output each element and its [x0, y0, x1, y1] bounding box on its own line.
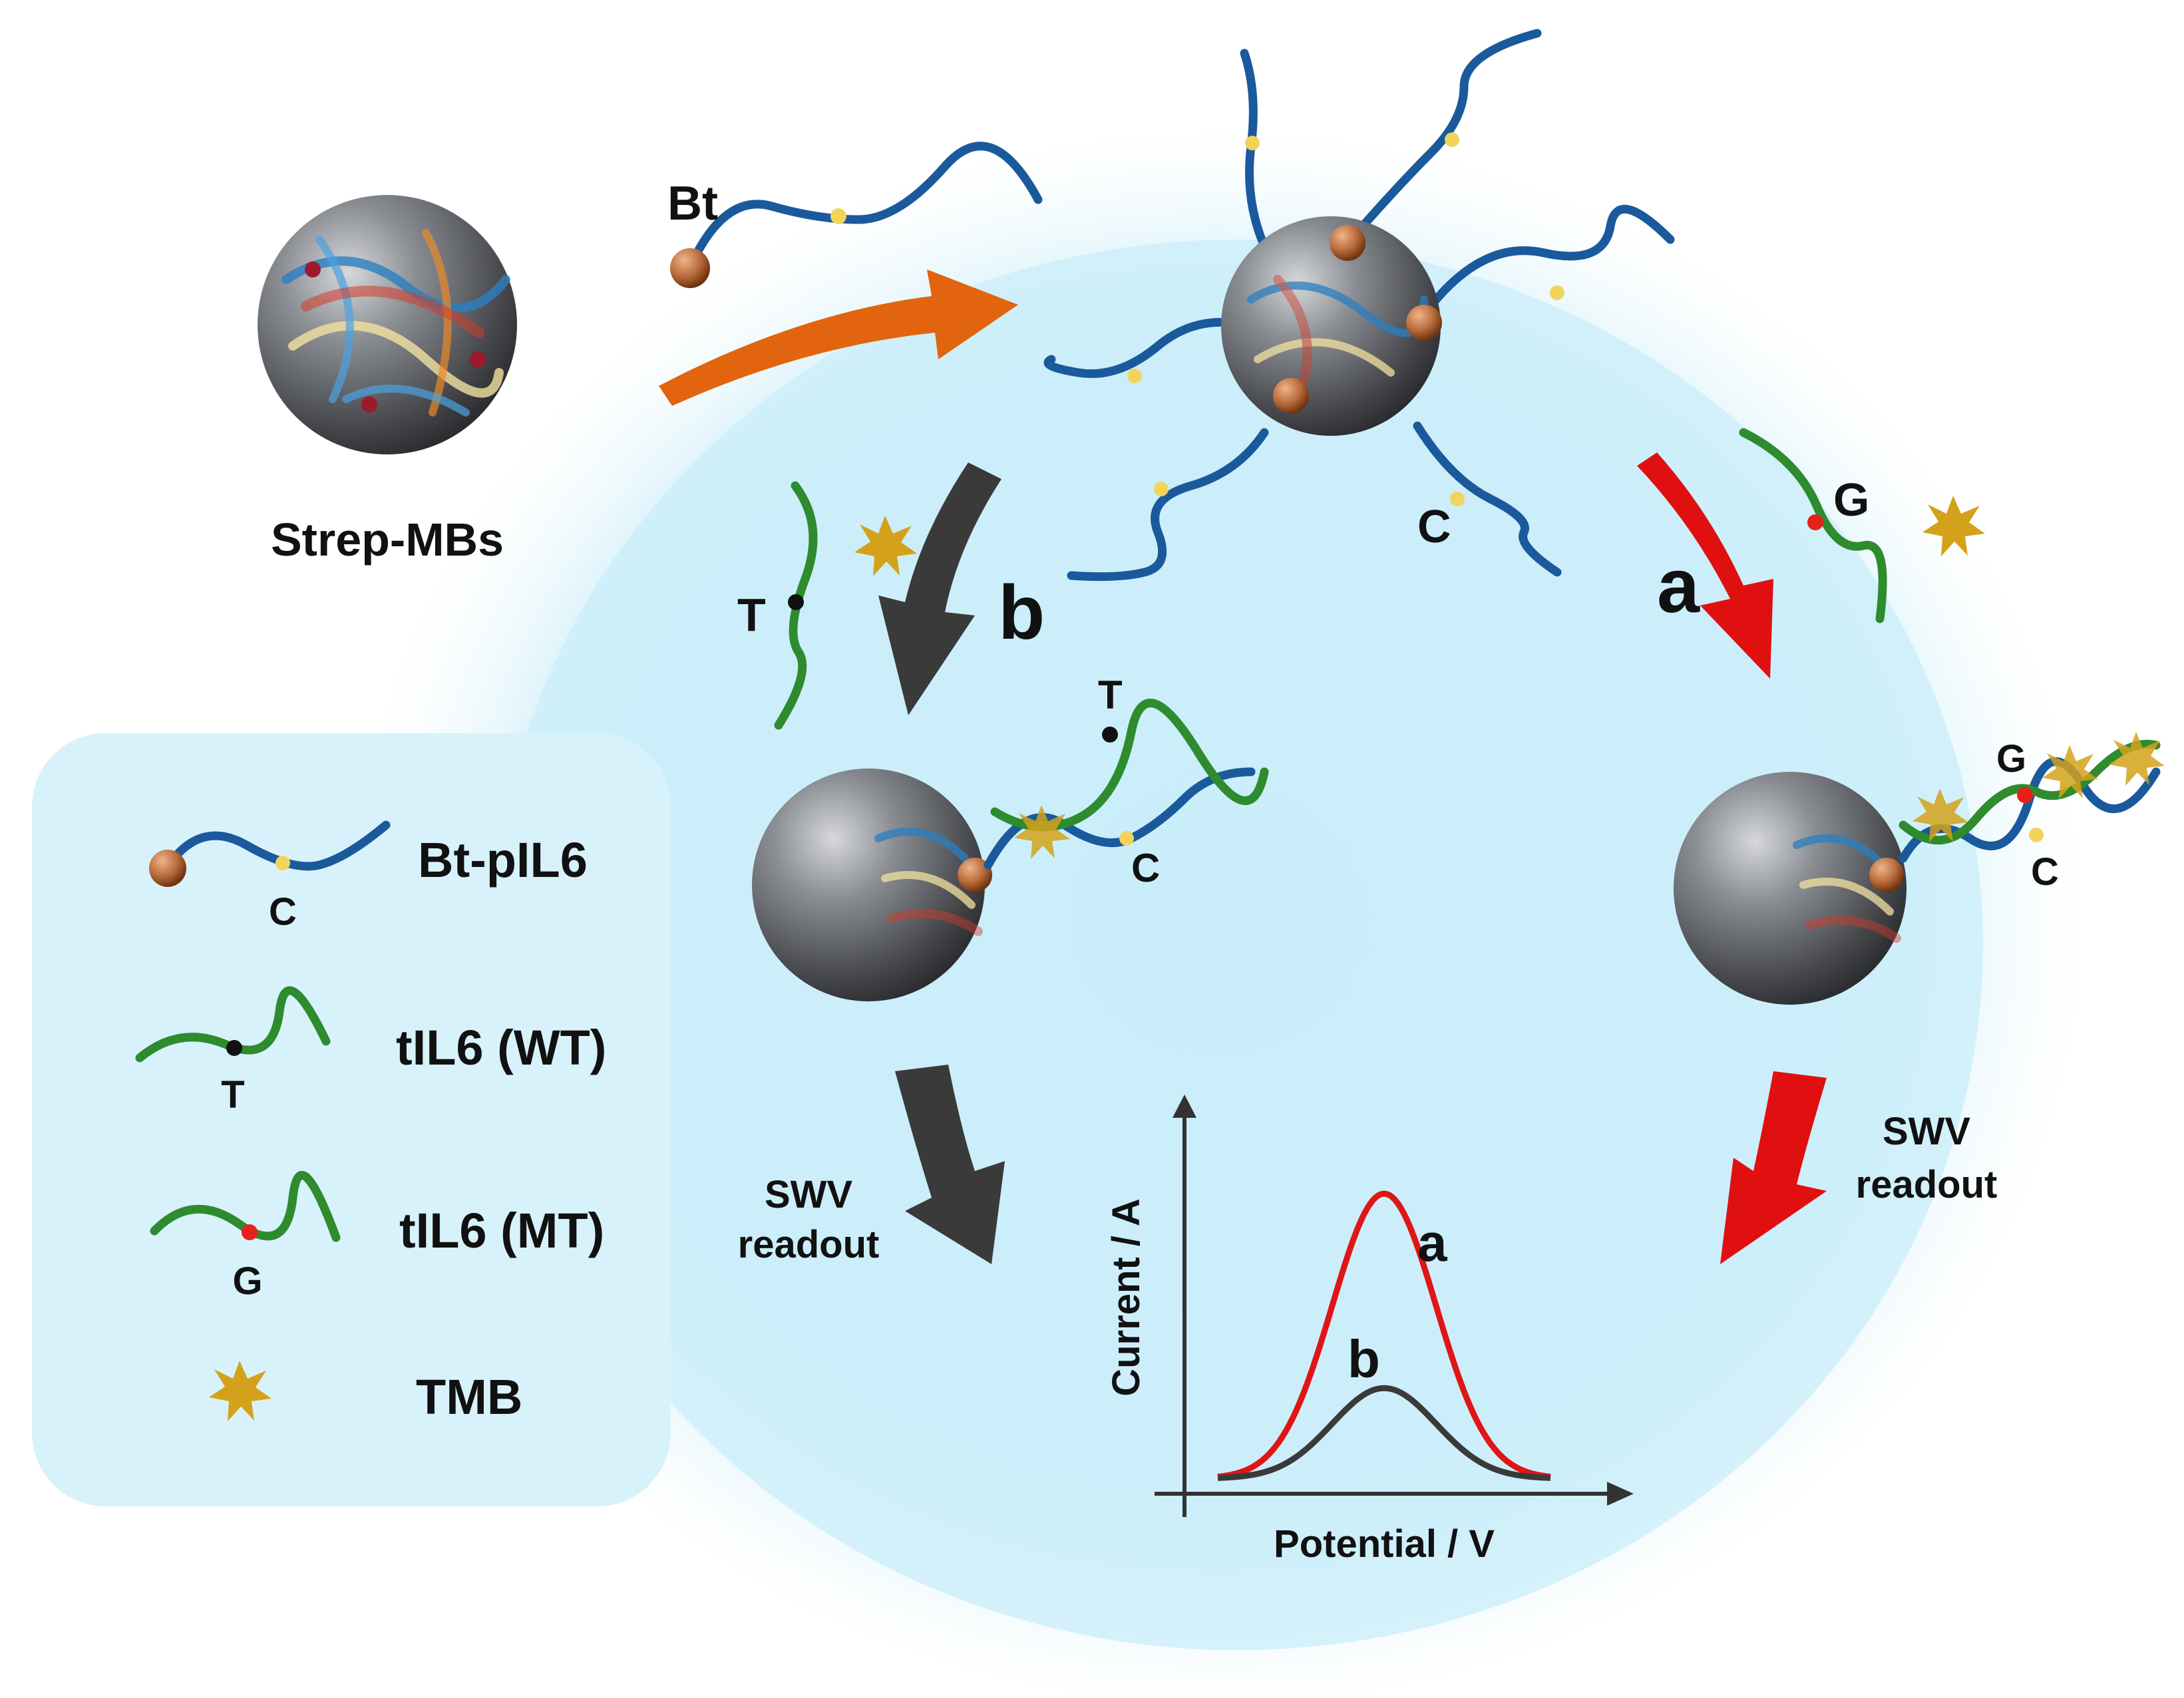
- c-marker: [1450, 492, 1465, 506]
- magnetic-bead-icon: [258, 195, 517, 454]
- tmb-starburst-icon: [854, 516, 917, 576]
- biotin-sphere-icon: [1406, 305, 1442, 341]
- curve-a: [1217, 1190, 1551, 1480]
- legend-item-til6-mt: G tIL6 (MT): [150, 1170, 604, 1303]
- legend-panel: C Bt-pIL6 T tIL6 (WT) G tIL6 (MT) TMB: [32, 733, 671, 1506]
- tmb-starburst-icon: [1922, 496, 1985, 556]
- legend-marker-c: C: [269, 890, 297, 934]
- tmb-starburst-icon: [1014, 805, 1070, 859]
- tmb-starburst-icon: [1912, 788, 1968, 842]
- c-marker: [1154, 482, 1169, 496]
- t-marker: [1102, 727, 1118, 743]
- g-marker: [242, 1224, 258, 1240]
- c-marker: [1127, 369, 1142, 383]
- right-bead-hybrid: [1674, 732, 2165, 1005]
- biotin-sphere-icon: [1273, 378, 1309, 414]
- c-marker: [1245, 136, 1260, 150]
- c-marker: [1550, 285, 1564, 300]
- y-axis-label: Current / A: [1105, 1198, 1148, 1397]
- swv-plot: Current / A Potential / V a b: [1105, 1095, 1634, 1566]
- c-marker: [1445, 132, 1459, 147]
- swv-left-line1: SWV: [765, 1173, 852, 1216]
- g-marker: [2017, 787, 2033, 803]
- wt-target-strand: [774, 481, 917, 730]
- c-marker: [275, 856, 290, 870]
- strep-mbs-label: Strep-MBs: [271, 514, 504, 566]
- t-label-left-bead: T: [1098, 673, 1123, 717]
- legend-marker-t: T: [221, 1073, 244, 1116]
- biotin-sphere-icon: [1869, 858, 1904, 892]
- c-marker: [2029, 828, 2044, 842]
- tmb-starburst-icon: [2109, 732, 2165, 786]
- probe-strands: [1043, 29, 1675, 582]
- legend-label-bt-pil6: Bt-pIL6: [418, 832, 588, 888]
- tmb-starburst-icon: [2042, 745, 2098, 799]
- legend-label-tmb: TMB: [416, 1369, 522, 1425]
- path-b-label: b: [998, 570, 1045, 655]
- legend-item-til6-wt: T tIL6 (WT): [135, 986, 606, 1116]
- c-label-left-bead: C: [1131, 846, 1160, 890]
- biotin-sphere-icon: [958, 858, 992, 892]
- legend-item-bt-pil6: C Bt-pIL6: [149, 820, 588, 934]
- t-marker: [226, 1040, 242, 1056]
- x-axis-label: Potential / V: [1274, 1522, 1495, 1566]
- tmb-starburst-icon: [209, 1361, 272, 1421]
- swv-right-line2: readout: [1856, 1163, 1998, 1206]
- red-arrow-a: [1637, 452, 1773, 679]
- biotin-sphere-icon: [670, 248, 710, 288]
- c-marker: [830, 208, 846, 224]
- dark-arrow-swv: [895, 1065, 1005, 1264]
- strep-mb-bead: [258, 195, 517, 454]
- magnetic-bead-icon: [1674, 772, 1907, 1005]
- path-a-label: a: [1657, 544, 1700, 629]
- c-label-top: C: [1417, 500, 1451, 552]
- legend-marker-g: G: [232, 1260, 262, 1303]
- t-label-b: T: [737, 589, 766, 641]
- legend-label-til6-mt: tIL6 (MT): [399, 1203, 604, 1258]
- curve-b-label: b: [1348, 1329, 1380, 1389]
- dark-arrow-b: [878, 462, 1001, 715]
- magnetic-bead-icon: [752, 768, 985, 1001]
- magnetic-bead-icon: [1221, 216, 1441, 436]
- c-label-right-bead: C: [2031, 850, 2059, 894]
- bt-probe: [670, 142, 1043, 288]
- red-arrow-swv: [1720, 1071, 1827, 1264]
- g-label-right-bead: G: [1996, 737, 2026, 780]
- t-marker: [788, 594, 804, 610]
- left-bead-hybrid: [752, 699, 1269, 1001]
- x-axis-arrowhead: [1607, 1482, 1634, 1506]
- g-label-a: G: [1833, 474, 1869, 526]
- c-marker: [1119, 831, 1134, 846]
- orange-arrow: [659, 269, 1018, 406]
- streptavidin-protein-icon: [281, 229, 510, 417]
- legend-item-tmb: TMB: [209, 1361, 522, 1425]
- curve-b: [1217, 1385, 1551, 1481]
- mt-target-strand: [1739, 428, 1985, 623]
- biotin-sphere-icon: [149, 850, 186, 887]
- swv-right-line1: SWV: [1883, 1110, 1970, 1153]
- y-axis-arrowhead: [1173, 1095, 1196, 1118]
- legend-label-til6-wt: tIL6 (WT): [396, 1020, 606, 1075]
- biotin-sphere-icon: [1330, 225, 1365, 261]
- g-marker: [1807, 514, 1823, 530]
- legend-background: [32, 733, 671, 1506]
- functionalized-bead: [1043, 29, 1675, 582]
- curve-a-label: a: [1417, 1213, 1447, 1272]
- swv-left-line2: readout: [738, 1223, 880, 1266]
- bt-label: Bt: [667, 177, 718, 230]
- central-circle: [492, 240, 1983, 1650]
